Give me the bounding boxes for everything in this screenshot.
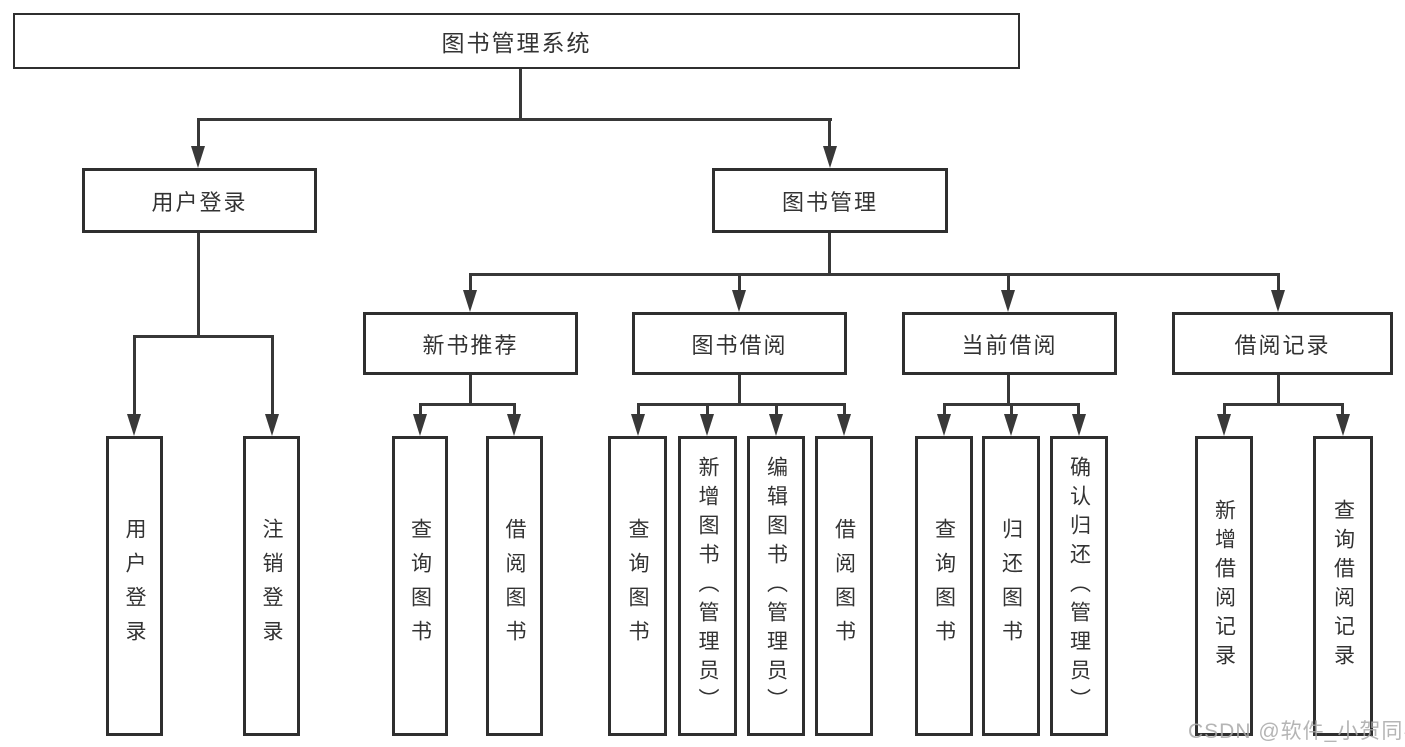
node-current-borrowing-label: 当前借阅	[961, 332, 1058, 358]
arrowhead-g2-leaf2	[1072, 414, 1086, 436]
leaf-add-borrow-record: 新增借阅记录	[1195, 436, 1253, 736]
leaf-logout: 注销登录	[243, 436, 300, 736]
leaf-edit-books-admin-label: 编辑图书（管理员）	[764, 455, 788, 717]
arrowhead-g0-leaf1	[507, 414, 521, 436]
node-new-book-recommendation-label: 新书推荐	[422, 332, 519, 358]
arrowhead-g1-leaf1	[700, 414, 714, 436]
leaf-query-books-current: 查询图书	[915, 436, 973, 736]
leaf-confirm-return-admin-label: 确认归还（管理员）	[1067, 455, 1091, 717]
connector-g1-stem	[738, 375, 741, 405]
node-user-login: 用户登录	[82, 168, 317, 233]
leaf-user-login: 用户登录	[106, 436, 163, 736]
node-library-management-system-label: 图书管理系统	[441, 30, 592, 56]
arrowhead-leaf-logout	[265, 414, 279, 436]
leaf-user-login-label: 用户登录	[123, 518, 146, 654]
connector-root-bar	[197, 118, 832, 121]
node-borrowing-records-label: 借阅记录	[1234, 332, 1331, 358]
arrowhead-g2-leaf0	[937, 414, 951, 436]
arrowhead-g3-leaf0	[1217, 414, 1231, 436]
arrowhead-book-management	[823, 146, 837, 168]
arrowhead-recommend	[463, 290, 477, 312]
node-current-borrowing: 当前借阅	[902, 312, 1117, 375]
leaf-query-borrow-record: 查询借阅记录	[1313, 436, 1373, 736]
leaf-query-books-recommend: 查询图书	[392, 436, 448, 736]
connector-g2-stem	[1007, 375, 1010, 405]
node-book-management: 图书管理	[712, 168, 948, 233]
leaf-return-books-label: 归还图书	[999, 518, 1023, 654]
leaf-add-borrow-record-label: 新增借阅记录	[1212, 499, 1236, 673]
node-book-borrowing-label: 图书借阅	[691, 332, 788, 358]
leaf-query-books-borrow-label: 查询图书	[626, 518, 649, 654]
connector-book-branch-stem	[828, 233, 831, 273]
node-book-management-label: 图书管理	[781, 189, 878, 215]
leaf-add-books-admin: 新增图书（管理员）	[678, 436, 737, 736]
leaf-query-books-recommend-label: 查询图书	[408, 518, 432, 654]
connector-g2-leaf1-stem	[1010, 403, 1013, 417]
leaf-borrow-books-recommend-label: 借阅图书	[503, 518, 526, 654]
arrowhead-records	[1271, 290, 1285, 312]
connector-g1-leaf3-stem	[843, 403, 846, 417]
leaf-borrow-books-recommend: 借阅图书	[486, 436, 543, 736]
leaf-confirm-return-admin: 确认归还（管理员）	[1050, 436, 1108, 736]
connector-g3-leaf0-stem	[1223, 403, 1226, 417]
arrowhead-g1-leaf2	[769, 414, 783, 436]
connector-g3-bar	[1223, 403, 1344, 406]
connector-g1-leaf0-stem	[637, 403, 640, 417]
node-borrowing-records: 借阅记录	[1172, 312, 1393, 375]
leaf-borrow-books-label: 借阅图书	[832, 518, 856, 654]
leaf-borrow-books: 借阅图书	[815, 436, 873, 736]
leaf-query-borrow-record-label: 查询借阅记录	[1331, 499, 1355, 673]
leaf-edit-books-admin: 编辑图书（管理员）	[747, 436, 805, 736]
connector-borrowing-stem	[738, 273, 741, 293]
leaf-query-books-current-label: 查询图书	[932, 518, 956, 654]
connector-g2-leaf2-stem	[1077, 403, 1080, 417]
connector-leaf-user-login-stem	[133, 335, 136, 418]
connector-user-branch-bar	[133, 335, 274, 338]
connector-user-login-stem	[197, 118, 200, 150]
connector-user-branch-stem	[197, 233, 200, 335]
connector-g2-leaf0-stem	[943, 403, 946, 417]
leaf-logout-label: 注销登录	[260, 518, 283, 654]
connector-g3-leaf1-stem	[1341, 403, 1344, 417]
watermark-text: CSDN @软件_小贺同学	[1188, 720, 1405, 743]
arrowhead-g3-leaf1	[1336, 414, 1350, 436]
arrowhead-current	[1001, 290, 1015, 312]
leaf-add-books-admin-label: 新增图书（管理员）	[696, 455, 719, 717]
connector-g0-bar	[419, 403, 516, 406]
connector-g3-stem	[1277, 375, 1280, 405]
connector-recommend-stem	[469, 273, 472, 293]
node-book-borrowing: 图书借阅	[632, 312, 847, 375]
connector-g1-bar	[637, 403, 845, 406]
arrowhead-g1-leaf3	[837, 414, 851, 436]
connector-g0-stem	[469, 375, 472, 405]
connector-g1-leaf1-stem	[706, 403, 709, 417]
arrowhead-g0-leaf0	[413, 414, 427, 436]
connector-root-stem	[519, 69, 522, 118]
connector-g0-leaf0-stem	[419, 403, 422, 417]
node-library-management-system: 图书管理系统	[13, 13, 1020, 69]
connector-g0-leaf1-stem	[513, 403, 516, 417]
arrowhead-borrowing	[732, 290, 746, 312]
arrowhead-leaf-user-login	[127, 414, 141, 436]
connector-records-stem	[1277, 273, 1280, 293]
leaf-query-books-borrow: 查询图书	[608, 436, 667, 736]
node-new-book-recommendation: 新书推荐	[363, 312, 578, 375]
arrowhead-user-login	[191, 146, 205, 168]
connector-leaf-logout-stem	[271, 335, 274, 418]
connector-current-stem	[1007, 273, 1010, 293]
connector-book-management-stem	[828, 118, 831, 150]
arrowhead-g2-leaf1	[1004, 414, 1018, 436]
connector-g1-leaf2-stem	[775, 403, 778, 417]
leaf-return-books: 归还图书	[982, 436, 1040, 736]
connector-book-branch-bar	[469, 273, 1280, 276]
node-user-login-label: 用户登录	[151, 189, 248, 215]
arrowhead-g1-leaf0	[631, 414, 645, 436]
